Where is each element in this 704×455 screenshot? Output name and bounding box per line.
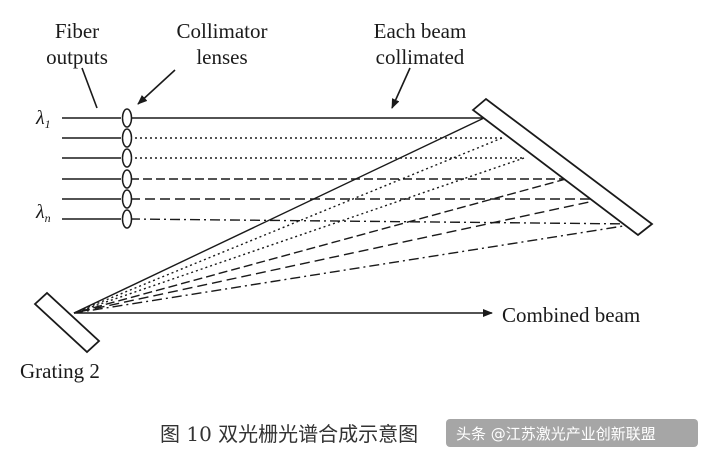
figure-caption: 图 10 双光栅光谱合成示意图 bbox=[160, 422, 418, 446]
collimator-lenses bbox=[121, 108, 133, 229]
diffracted-beam-6 bbox=[73, 223, 637, 314]
fiber-outputs-label-line1: Fiber bbox=[55, 19, 99, 43]
diffracted-beam-4 bbox=[73, 178, 567, 314]
each-beam-label-line1: Each beam bbox=[374, 19, 467, 43]
diffracted-beam-5 bbox=[73, 198, 604, 314]
collimator-lenses-label-line1: Collimator bbox=[177, 19, 268, 43]
beam-6 bbox=[129, 218, 637, 225]
fiber-output-lines bbox=[62, 117, 121, 220]
fiber-outputs-pointer bbox=[81, 67, 98, 109]
lambda-1-label: λ1 bbox=[35, 107, 51, 131]
lens-3 bbox=[121, 148, 133, 168]
each-beam-label-line2: collimated bbox=[376, 45, 465, 69]
combined-beam-label: Combined beam bbox=[502, 303, 640, 327]
grating-2 bbox=[33, 291, 101, 354]
watermark-text: 头条 @江苏激光产业创新联盟 bbox=[456, 425, 656, 443]
lens-5 bbox=[121, 189, 133, 209]
lens-2 bbox=[121, 128, 133, 148]
fiber-outputs-label-line2: outputs bbox=[46, 45, 108, 69]
lambda-n-label: λn bbox=[35, 201, 51, 225]
collimated-beams bbox=[129, 117, 637, 225]
diffracted-beam-2 bbox=[73, 137, 503, 314]
watermark-background bbox=[446, 419, 698, 447]
grating-2-label: Grating 2 bbox=[20, 359, 100, 383]
collimator-lenses-label-line2: lenses bbox=[196, 45, 247, 69]
diffracted-beams bbox=[73, 117, 637, 314]
diffracted-beam-3 bbox=[73, 157, 525, 314]
lens-4 bbox=[121, 169, 133, 189]
grating-1 bbox=[471, 97, 654, 237]
diffracted-beam-1 bbox=[73, 117, 485, 314]
lens-6 bbox=[121, 209, 133, 229]
collimator-pointer-arrow bbox=[137, 69, 176, 105]
lens-1 bbox=[121, 108, 133, 128]
each-beam-pointer-arrow bbox=[391, 67, 411, 109]
